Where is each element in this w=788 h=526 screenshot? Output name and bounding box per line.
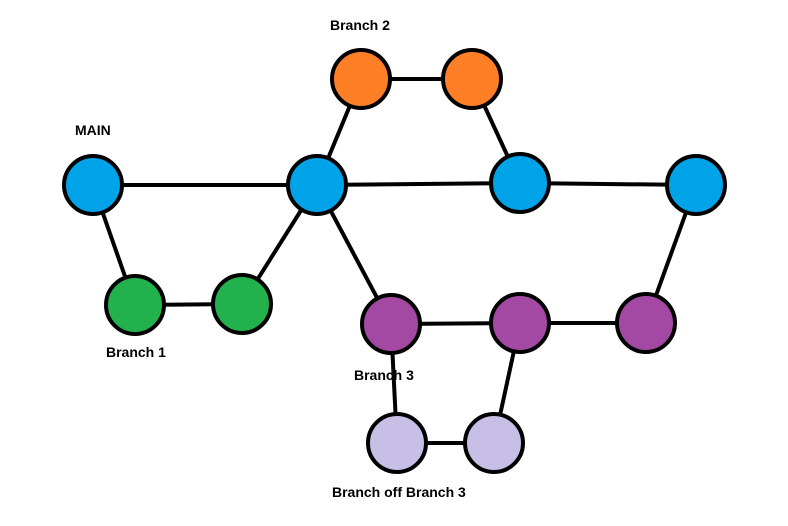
node-branch3-b3c [615,292,677,354]
node-main-m1 [62,154,124,216]
node-main-m3 [489,152,551,214]
label-branch-2: Branch 2 [330,17,390,33]
node-branch3-b3a [360,293,422,355]
node-main-m2 [286,154,348,216]
node-main-m4 [665,154,727,216]
node-branch2-b2b [441,48,503,110]
label-branch-3: Branch 3 [354,367,414,383]
node-branch-off-branch3-bo2 [463,412,525,474]
node-branch1-b1a [104,274,166,336]
node-branch-off-branch3-bo1 [366,412,428,474]
edge-m2-m3 [315,181,522,187]
label-branch-1: Branch 1 [106,344,166,360]
label-main: MAIN [75,122,111,138]
node-branch1-b1b [211,273,273,335]
nodes-layer [62,48,727,474]
edges-layer [91,77,698,445]
node-branch3-b3b [489,292,551,354]
node-branch2-b2a [330,48,392,110]
label-branch-off-branch-3: Branch off Branch 3 [332,484,466,500]
